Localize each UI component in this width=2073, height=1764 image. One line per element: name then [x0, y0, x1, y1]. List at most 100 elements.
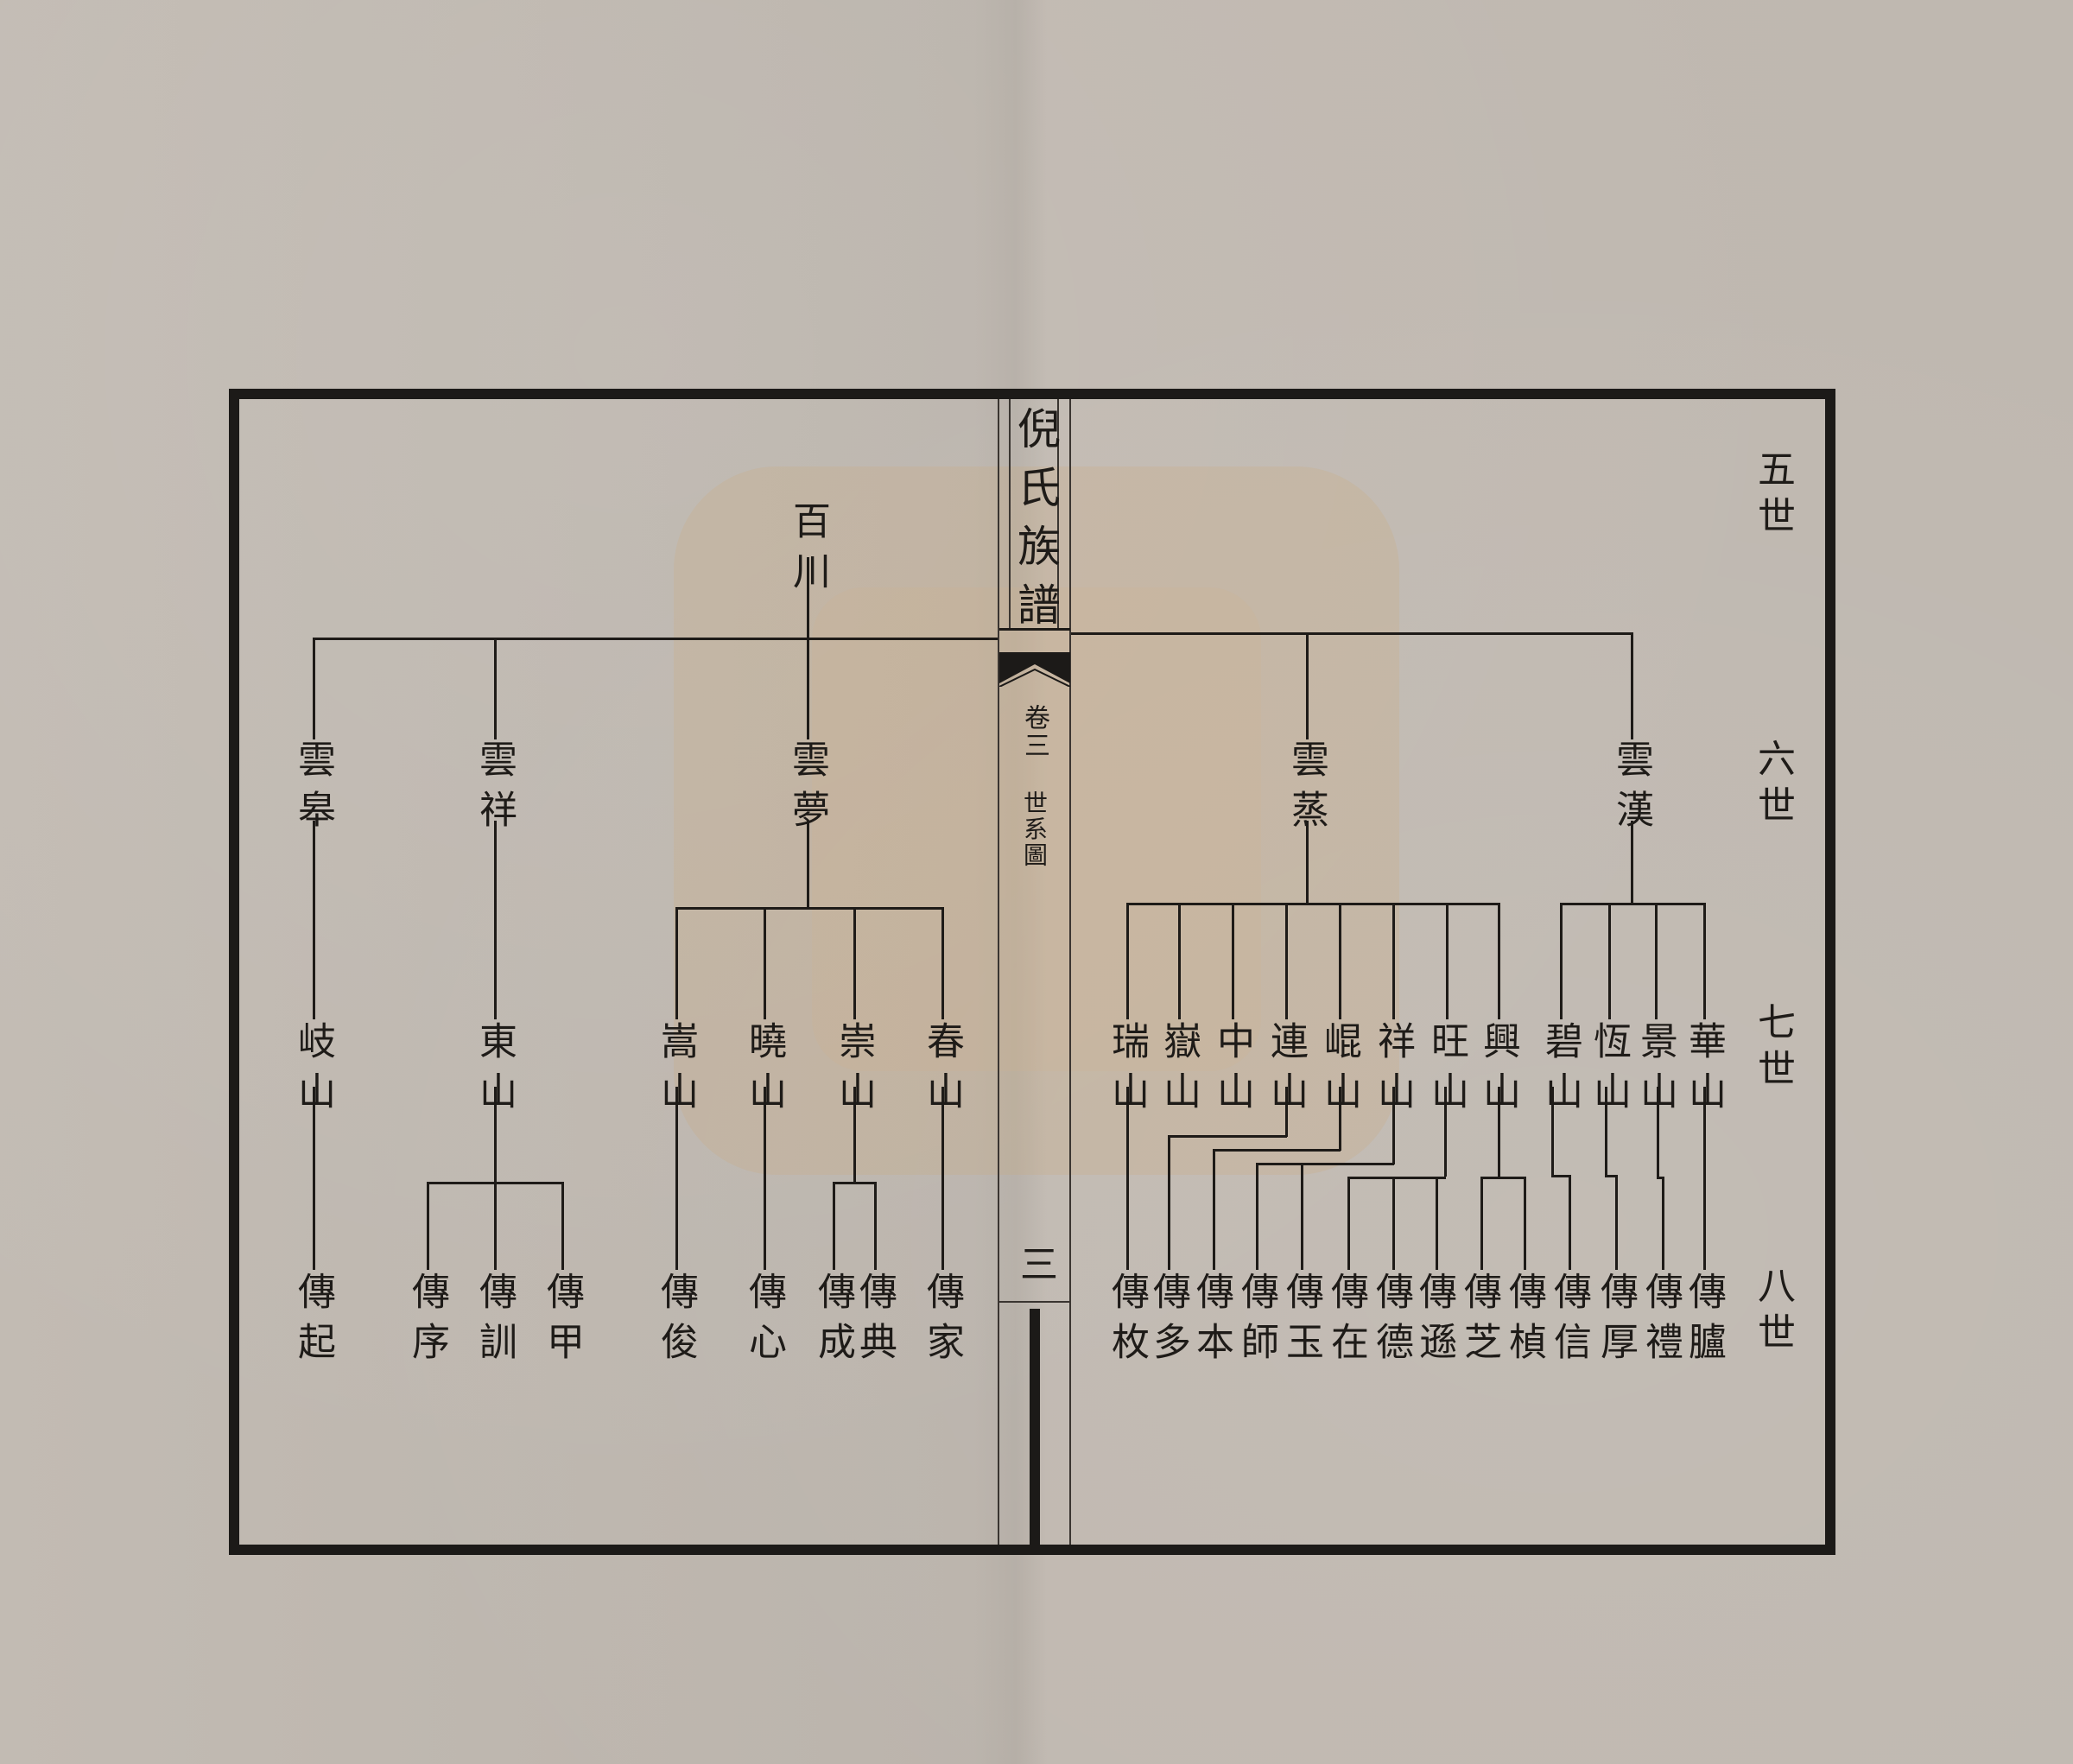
faded-seal-watermark-inner — [812, 587, 1261, 1071]
connector-line — [1657, 1177, 1664, 1179]
connector-line — [1569, 1175, 1571, 1270]
connector-line — [1392, 1177, 1395, 1270]
connector-line — [313, 638, 998, 640]
connector-line — [675, 907, 678, 1019]
person-gen8: 傳楨 — [1502, 1272, 1546, 1372]
connector-line — [1551, 1087, 1554, 1177]
connector-line — [1213, 1149, 1341, 1152]
faded-seal-watermark — [674, 466, 1399, 1175]
connector-line — [1436, 1177, 1438, 1270]
connector-line — [1480, 1177, 1483, 1270]
connector-line — [313, 1087, 315, 1270]
connector-line — [1608, 903, 1611, 1019]
person-gen8: 傳多 — [1146, 1272, 1190, 1372]
connector-line — [1703, 1087, 1706, 1270]
connector-line — [1551, 1175, 1570, 1177]
connector-line — [1560, 903, 1705, 905]
connector-line — [1655, 903, 1658, 1019]
connector-line — [1480, 1177, 1525, 1179]
connector-line — [853, 907, 856, 1019]
person-gen7: 嶽山 — [1157, 1021, 1201, 1121]
connector-line — [427, 1182, 563, 1184]
person-gen8: 傳典 — [853, 1272, 897, 1372]
center-black-bar — [1030, 1309, 1040, 1546]
connector-line — [1524, 1177, 1526, 1270]
fishtail-mark-icon — [999, 652, 1070, 687]
connector-line — [1339, 1087, 1341, 1151]
person-gen8: 傳德 — [1369, 1272, 1413, 1372]
connector-line — [1285, 903, 1288, 1019]
connector-line — [1339, 903, 1341, 1019]
connector-line — [807, 638, 809, 739]
generation-label-8: 八世 — [1751, 1266, 1795, 1359]
connector-line — [764, 1087, 766, 1270]
connector-line — [494, 638, 497, 739]
connector-line — [941, 1087, 944, 1270]
connector-line — [1256, 1163, 1258, 1270]
connector-line — [833, 1182, 835, 1270]
connector-line — [1392, 903, 1395, 1019]
person-gen8: 傳訓 — [472, 1272, 517, 1372]
connector-line — [1213, 1149, 1215, 1270]
connector-line — [1605, 1087, 1607, 1177]
person-gen8: 傳遜 — [1412, 1272, 1456, 1372]
person-gen8: 傳芝 — [1457, 1272, 1501, 1372]
center-column-left-rule — [998, 399, 999, 1545]
person-gen8: 傳甲 — [540, 1272, 584, 1372]
connector-line — [1306, 632, 1309, 739]
connector-line — [494, 1087, 497, 1270]
connector-line — [675, 907, 943, 910]
generation-label-6: 六世 — [1751, 739, 1795, 832]
section-label: 世系圖 — [1020, 790, 1049, 868]
connector-line — [427, 1182, 429, 1270]
connector-line — [1657, 1087, 1659, 1178]
connector-line — [941, 907, 944, 1019]
person-gen8: 傳臚 — [1682, 1272, 1726, 1372]
connector-line — [1498, 1087, 1500, 1177]
connector-line — [1446, 903, 1449, 1019]
person-gen8: 傳玉 — [1279, 1272, 1323, 1372]
page-frame — [229, 389, 1835, 1555]
person-gen7: 景山 — [1633, 1021, 1677, 1121]
connector-line — [1178, 903, 1181, 1019]
connector-line — [1126, 903, 1499, 905]
connector-line — [1498, 903, 1500, 1019]
connector-line — [833, 1182, 876, 1184]
connector-line — [313, 638, 315, 739]
title-box-left-rule — [1009, 399, 1011, 628]
connector-line — [1392, 1087, 1395, 1164]
generation-label-5: 五世 — [1751, 449, 1795, 543]
connector-line — [1347, 1177, 1446, 1179]
title-box-right-rule — [1057, 399, 1059, 628]
connector-line — [764, 907, 766, 1019]
connector-line — [807, 557, 809, 639]
generation-label-7: 七世 — [1751, 1002, 1795, 1095]
person-gen8: 傳俊 — [654, 1272, 698, 1372]
connector-line — [1631, 632, 1633, 739]
person-gen8: 傳心 — [742, 1272, 786, 1372]
person-gen8: 傳在 — [1324, 1272, 1368, 1372]
page-number-separator — [999, 1301, 1070, 1303]
connector-line — [807, 821, 809, 909]
connector-line — [1347, 1177, 1350, 1270]
connector-line — [1306, 821, 1309, 904]
connector-line — [1615, 1175, 1618, 1270]
connector-line — [853, 1087, 856, 1182]
connector-line — [1071, 632, 1633, 635]
person-gen8: 傳師 — [1234, 1272, 1278, 1372]
person-gen8: 傳禮 — [1639, 1272, 1683, 1372]
connector-line — [1168, 1135, 1170, 1270]
connector-line — [1301, 1163, 1303, 1270]
connector-line — [1168, 1135, 1287, 1138]
connector-line — [1126, 903, 1129, 1019]
connector-line — [1232, 903, 1234, 1019]
connector-line — [313, 821, 315, 1019]
volume-label: 卷三 — [1019, 704, 1049, 759]
center-column-right-rule — [1069, 399, 1071, 1545]
person-gen8: 傳家 — [920, 1272, 964, 1372]
page-number: 三 — [1013, 1244, 1057, 1289]
connector-line — [675, 1087, 678, 1270]
connector-line — [1605, 1175, 1617, 1177]
book-title: 倪氏族譜 — [1011, 406, 1061, 641]
person-gen8: 傳枚 — [1105, 1272, 1149, 1372]
